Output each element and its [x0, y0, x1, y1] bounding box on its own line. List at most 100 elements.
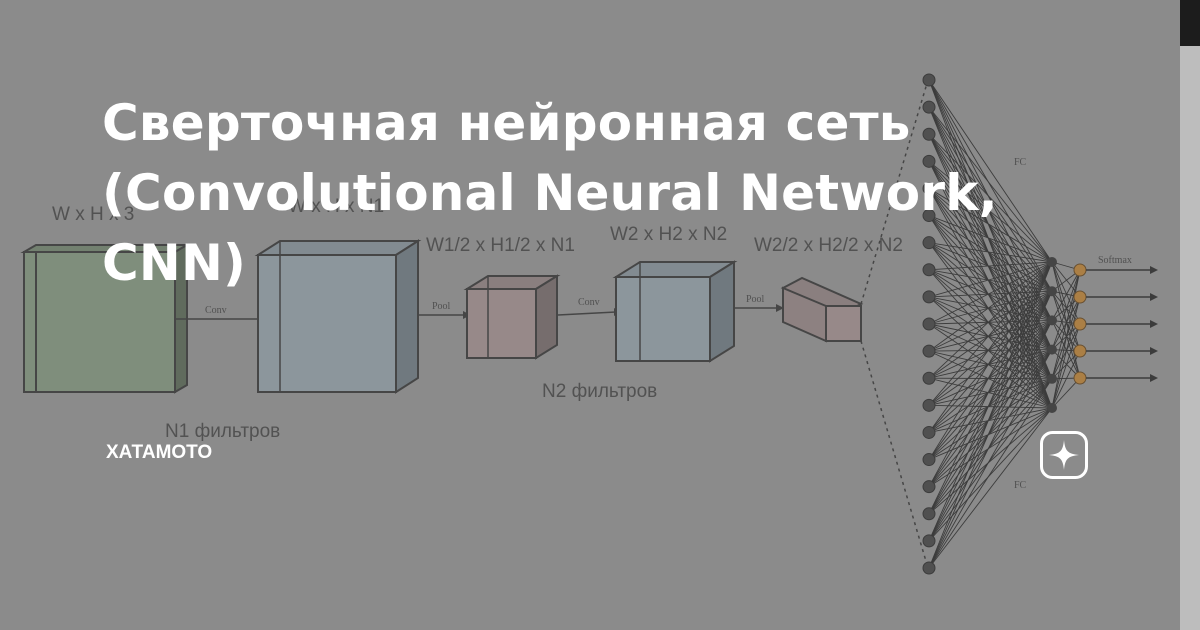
output-arrowhead	[1150, 374, 1158, 382]
fc-node	[922, 371, 936, 385]
fc-connection	[928, 319, 1053, 325]
fc-connection	[928, 407, 1053, 569]
fc-connection	[928, 407, 1053, 460]
fc-node	[922, 507, 936, 521]
fc-connection	[1051, 349, 1081, 379]
conv1-arrow-label: Conv	[205, 305, 227, 316]
fc-label-bottom: FC	[1014, 480, 1027, 491]
fc-connection	[1051, 261, 1081, 379]
fc-label-top: FC	[1014, 157, 1027, 168]
fc-connection	[1051, 350, 1081, 409]
fc-connection	[928, 242, 1053, 350]
author-name[interactable]: ХАТАМОТО	[106, 442, 213, 463]
fc-connection	[928, 319, 1053, 379]
fc-connection	[928, 290, 1053, 406]
article-title[interactable]: Сверточная нейронная сеть (Convolutional…	[102, 94, 998, 292]
fc-connection	[928, 160, 1053, 263]
fc-connection	[928, 79, 1053, 263]
fc-connection	[928, 290, 1053, 379]
fc-connection	[1051, 323, 1081, 409]
fc-connection	[928, 349, 1053, 515]
fc-node	[922, 534, 936, 548]
fc-connection	[928, 133, 1053, 263]
fc-connection	[928, 188, 1053, 350]
fc-node	[922, 561, 936, 575]
fc-connection	[928, 106, 1053, 263]
fc-connection	[928, 349, 1053, 406]
fc-connection	[928, 290, 1053, 460]
fc-connection	[928, 377, 1053, 380]
fc-node	[922, 398, 936, 412]
fc-node	[1047, 373, 1057, 384]
fc-connection	[928, 261, 1053, 325]
fc-node	[922, 290, 936, 304]
fc-node	[922, 181, 936, 195]
fc-connection	[928, 242, 1053, 380]
input-block	[20, 243, 191, 394]
fc-connection	[1051, 261, 1081, 352]
fc-connection	[928, 377, 1053, 409]
fc-connection	[928, 296, 1053, 409]
fc-connection	[928, 349, 1053, 379]
fc-connection	[928, 319, 1053, 352]
fc-connection	[928, 378, 1053, 542]
output-arrowhead	[1150, 347, 1158, 355]
pool2-block	[780, 276, 864, 343]
pool1-arrow-label: Pool	[432, 301, 451, 312]
fc-connection	[928, 161, 1053, 350]
fc-node	[922, 344, 936, 358]
fc-connection	[928, 349, 1053, 487]
fc-connection	[928, 323, 1053, 351]
fc-connection	[1051, 377, 1081, 409]
fc-connection	[928, 290, 1053, 298]
fc-connection	[928, 133, 1053, 321]
fc-connection	[928, 290, 1053, 325]
fc-connection	[928, 349, 1053, 460]
fc-connection	[928, 320, 1053, 460]
fc-connection	[928, 215, 1053, 292]
fc-connection	[928, 242, 1053, 409]
fc-node	[922, 480, 936, 494]
fc-connection	[928, 323, 1053, 409]
fc-connection	[928, 378, 1053, 515]
fc-connection	[928, 290, 1053, 487]
n1-filters-label: N1 фильтров	[165, 421, 280, 442]
fc-connections	[928, 79, 1081, 569]
scrollbar-track[interactable]	[1180, 0, 1200, 630]
fc-connection	[928, 407, 1053, 433]
fc-connection	[928, 378, 1053, 488]
fc-connection	[928, 188, 1053, 409]
fc-connection	[928, 269, 1053, 292]
fc-connection	[928, 261, 1053, 487]
fc-connection	[928, 350, 1053, 380]
scrollbar-thumb[interactable]	[1180, 0, 1200, 46]
fc-connection	[928, 290, 1053, 433]
fc-connection	[1051, 296, 1081, 409]
fc-connection	[928, 215, 1053, 321]
fc-connection	[928, 378, 1053, 433]
fc-connection	[928, 407, 1053, 488]
fc-connection	[928, 320, 1053, 487]
fc-node	[922, 209, 936, 223]
pool1-dims-label: W1/2 x H1/2 x N1	[426, 235, 575, 256]
fc-connection	[1051, 290, 1081, 325]
fc-connection	[928, 378, 1053, 460]
fc-connection	[928, 323, 1053, 380]
fc-connection	[1051, 269, 1081, 321]
fc-connection	[928, 106, 1053, 321]
softmax-output-arrows	[1086, 266, 1158, 382]
fc-connection	[928, 261, 1053, 542]
fc-connection	[928, 188, 1053, 263]
fc-connection	[1051, 269, 1081, 350]
fc-connection	[928, 215, 1053, 263]
sparkle-star-icon[interactable]	[1040, 431, 1088, 479]
fc-connection	[928, 261, 1053, 271]
fc-node	[1047, 257, 1057, 267]
fc-connection	[928, 261, 1053, 352]
n2-filters-label: N2 фильтров	[542, 381, 657, 402]
fc-node	[922, 236, 936, 250]
fc-connection	[1051, 291, 1081, 352]
fc-connection	[928, 320, 1053, 433]
